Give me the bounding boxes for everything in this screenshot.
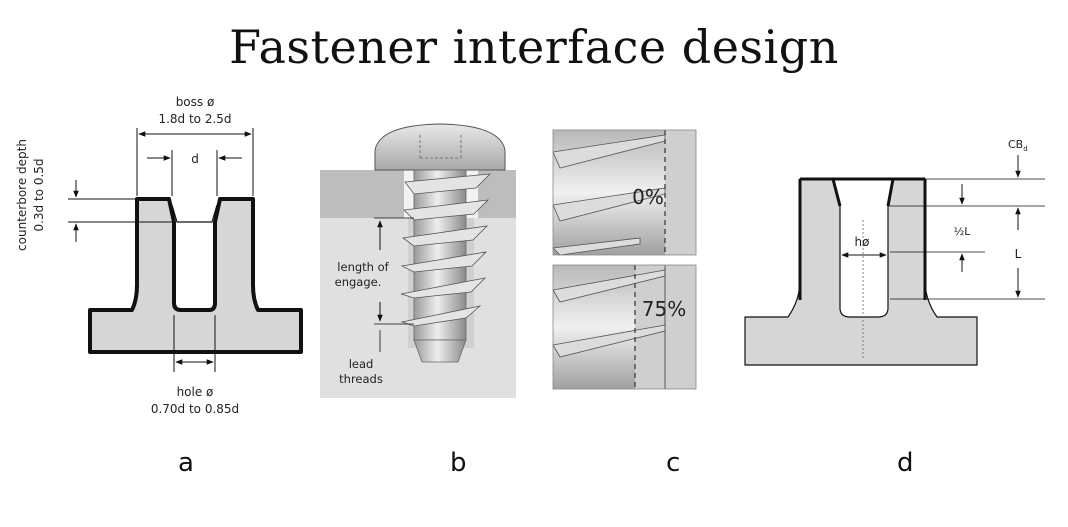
percent-top: 0% (632, 185, 664, 209)
ho-label: hø (855, 235, 870, 249)
panel-c: 0% 75% (552, 129, 697, 390)
hole-label: hole ø (177, 385, 214, 399)
d-label: d (191, 152, 199, 166)
boss-range: 1.8d to 2.5d (158, 112, 231, 126)
panel-d: CBd L ½L hø (744, 138, 1045, 366)
engage-label-2: engage. (335, 275, 382, 289)
page-title: Fastener interface design (229, 20, 839, 74)
panel-letter-c: c (666, 448, 681, 478)
lead-label-2: threads (339, 372, 383, 386)
half-l-label: ½L (954, 225, 972, 238)
cbd-sub: d (1023, 145, 1027, 153)
boss-label: boss ø (176, 95, 215, 109)
panel-letter-d: d (897, 448, 914, 478)
cbd-label: CBd (1008, 138, 1028, 153)
boss-part-d (744, 178, 978, 366)
screw-tip (413, 339, 467, 363)
panel-letter-b: b (450, 448, 467, 478)
percent-bottom: 75% (642, 297, 686, 321)
screw-head (374, 123, 506, 171)
hole-range: 0.70d to 0.85d (151, 402, 239, 416)
panel-b: length of engage. lead threads (320, 123, 516, 398)
counterbore-range: 0.3d to 0.5d (32, 158, 46, 231)
l-label: L (1015, 247, 1022, 261)
boss-part (88, 197, 303, 354)
panel-letter-a: a (178, 448, 194, 478)
panel-a: boss ø 1.8d to 2.5d d counterbore depth … (15, 95, 303, 416)
counterbore-label: counterbore depth (15, 139, 29, 251)
screw-threads (400, 173, 492, 327)
engage-label-1: length of (337, 260, 389, 274)
cbd-main: CB (1008, 138, 1023, 151)
lead-label-1: lead (349, 357, 374, 371)
